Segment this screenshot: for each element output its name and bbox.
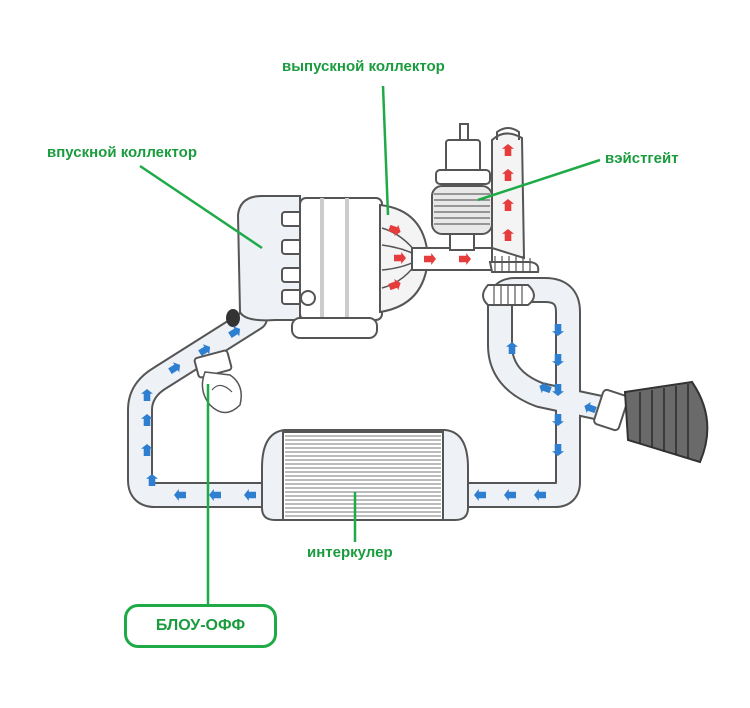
intake-flow-arrows <box>141 324 597 501</box>
flow-arrow <box>502 144 514 156</box>
label-exhaust-manifold: выпускной коллектор <box>282 58 445 75</box>
flow-arrow <box>552 414 564 426</box>
flow-arrow <box>388 278 401 291</box>
label-wastegate: вэйстгейт <box>605 150 679 167</box>
intercooler <box>261 429 469 521</box>
flow-arrow <box>141 444 153 456</box>
flow-arrow <box>174 489 186 501</box>
turbocharger <box>482 256 540 306</box>
callout-lines <box>139 85 601 606</box>
downpipe <box>491 127 526 260</box>
label-intercooler: интеркулер <box>307 544 393 561</box>
label-intake-manifold: впускной коллектор <box>47 144 197 161</box>
flow-arrow <box>502 229 514 241</box>
flow-arrow <box>474 489 486 501</box>
flow-arrow <box>198 344 211 356</box>
flow-arrow <box>539 381 552 394</box>
flow-arrow <box>209 489 221 501</box>
flow-arrow <box>168 362 181 374</box>
flow-arrow <box>552 324 564 336</box>
flow-arrow <box>552 384 564 396</box>
flow-arrow <box>534 489 546 501</box>
flow-arrow <box>552 354 564 366</box>
label-blow-off-box: БЛОУ-ОФФ <box>124 604 277 648</box>
callout-exhaust <box>381 85 390 216</box>
flow-arrow <box>394 252 406 264</box>
label-blow-off: БЛОУ-ОФФ <box>155 617 246 634</box>
wastegate-actuator <box>431 123 493 251</box>
flow-arrow <box>146 474 158 486</box>
flow-arrow <box>506 342 518 354</box>
flow-arrow <box>141 389 153 401</box>
flow-arrow <box>228 326 241 338</box>
flow-arrow <box>584 401 597 414</box>
air-filter <box>593 380 709 464</box>
callout-wastegate <box>477 158 601 202</box>
intake-piping <box>127 277 623 508</box>
blow-off-valve <box>193 349 242 414</box>
flow-arrow <box>459 253 471 265</box>
engine-intake-manifold <box>226 195 383 339</box>
flow-arrow <box>244 489 256 501</box>
flow-arrow <box>502 169 514 181</box>
exhaust-flow-arrows <box>388 144 514 291</box>
flow-arrow <box>388 224 401 237</box>
callout-intake <box>139 164 263 250</box>
flow-arrow <box>424 253 436 265</box>
flow-arrow <box>552 444 564 456</box>
flow-arrow <box>502 199 514 211</box>
flow-arrow <box>141 414 153 426</box>
flow-arrow <box>504 489 516 501</box>
